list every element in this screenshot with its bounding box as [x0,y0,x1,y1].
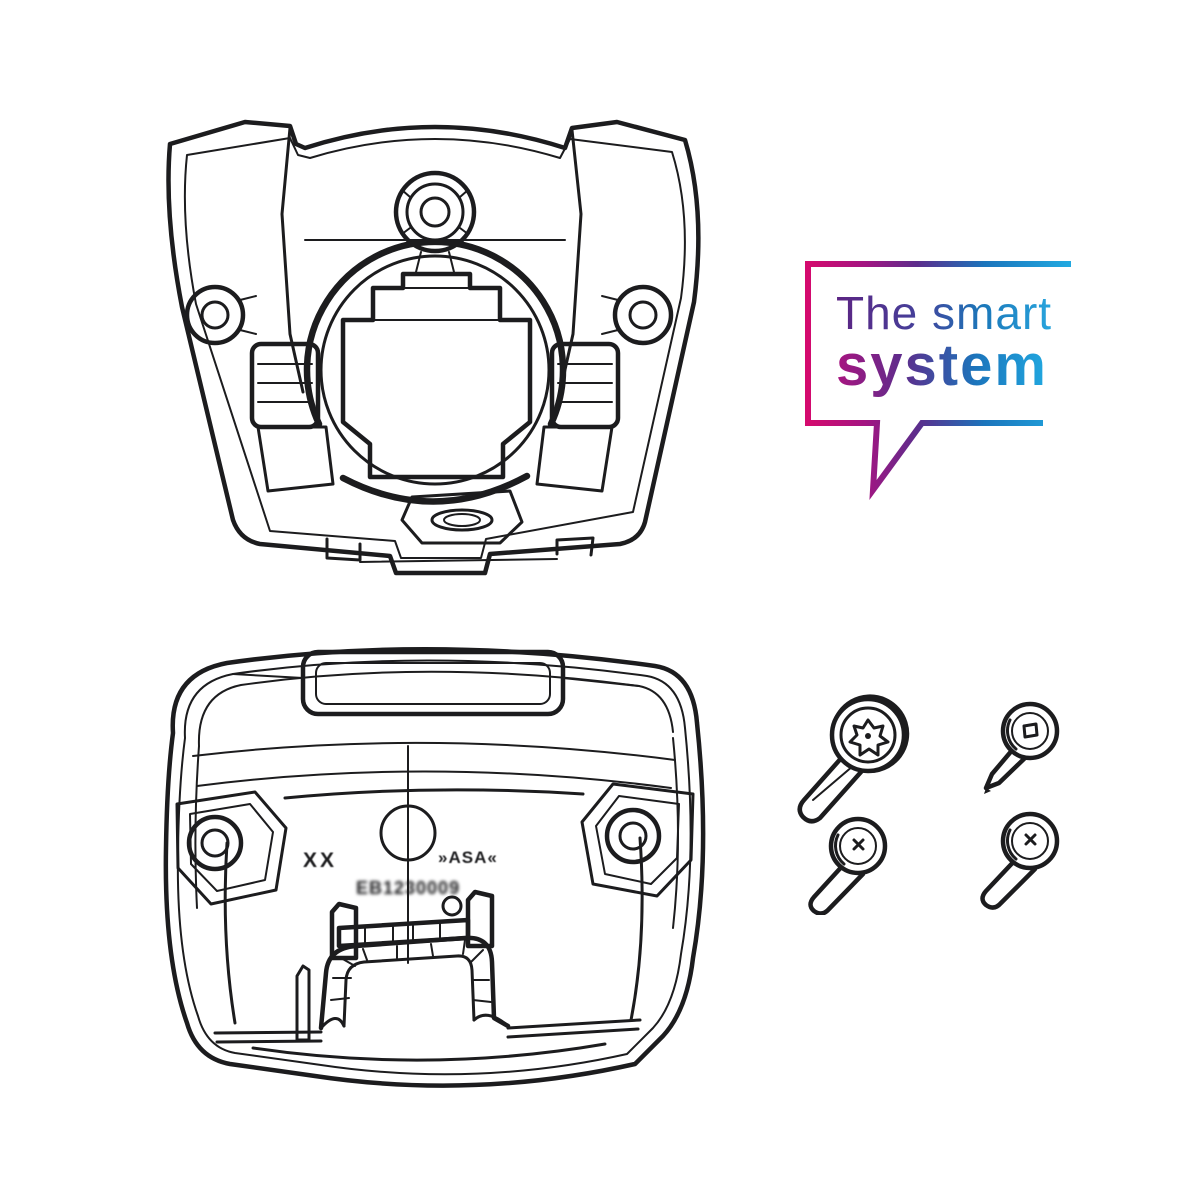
speech-bubble-frame [805,261,1071,501]
back-center-circle [379,804,437,862]
front-arch-rim [303,238,567,428]
back-outer-silhouette [163,646,706,1088]
front-right-ear [601,284,674,346]
marking-material-asa: »ASA« [438,848,498,867]
front-bottom-strip-line [359,558,558,563]
front-boss-connectors [415,251,455,273]
back-rail-assembly [318,889,511,1031]
torx-screw-large-icon [797,694,910,824]
display-mount-front-view-drawing [166,119,701,576]
front-inner-contour [183,137,686,559]
badge-text-line1: The smart [836,287,1053,339]
badge-text-line2: system [836,333,1048,398]
back-shelf-right [506,1018,642,1039]
display-mount-back-view-drawing [163,646,706,1088]
back-band-line-1 [192,741,676,761]
back-inner-contour-1 [176,659,692,1076]
front-left-clamp [249,341,335,493]
marking-xx: XX [303,849,338,872]
back-left-pin [295,964,311,1042]
back-inner-panel [223,788,644,1062]
back-small-circle [441,895,463,917]
front-key-socket [340,271,533,480]
pan-head-screw-right-icon [980,811,1060,910]
front-socket-steps [372,287,501,321]
front-outer-silhouette [166,119,701,576]
back-right-boss [580,782,695,898]
front-opening-circle [319,254,551,486]
front-left-wing-strut [280,126,305,394]
self-tapping-screw-small-icon [983,701,1060,794]
back-left-boss [175,790,288,906]
front-left-ear [184,284,257,346]
front-bottom-notch-right [555,536,595,557]
back-top-slot [232,649,640,717]
front-bottom-plate [400,489,524,545]
front-bottom-notch-left [325,537,362,562]
front-right-clamp [535,341,621,493]
back-shelf-left [213,1030,323,1044]
smart-system-badge: The smart system [798,256,1084,506]
mounting-screws-drawing [797,694,1060,915]
pan-head-screw-left-icon [808,816,888,915]
marking-part-number: EB1230009 [356,878,461,898]
back-band-line-2 [196,770,672,789]
